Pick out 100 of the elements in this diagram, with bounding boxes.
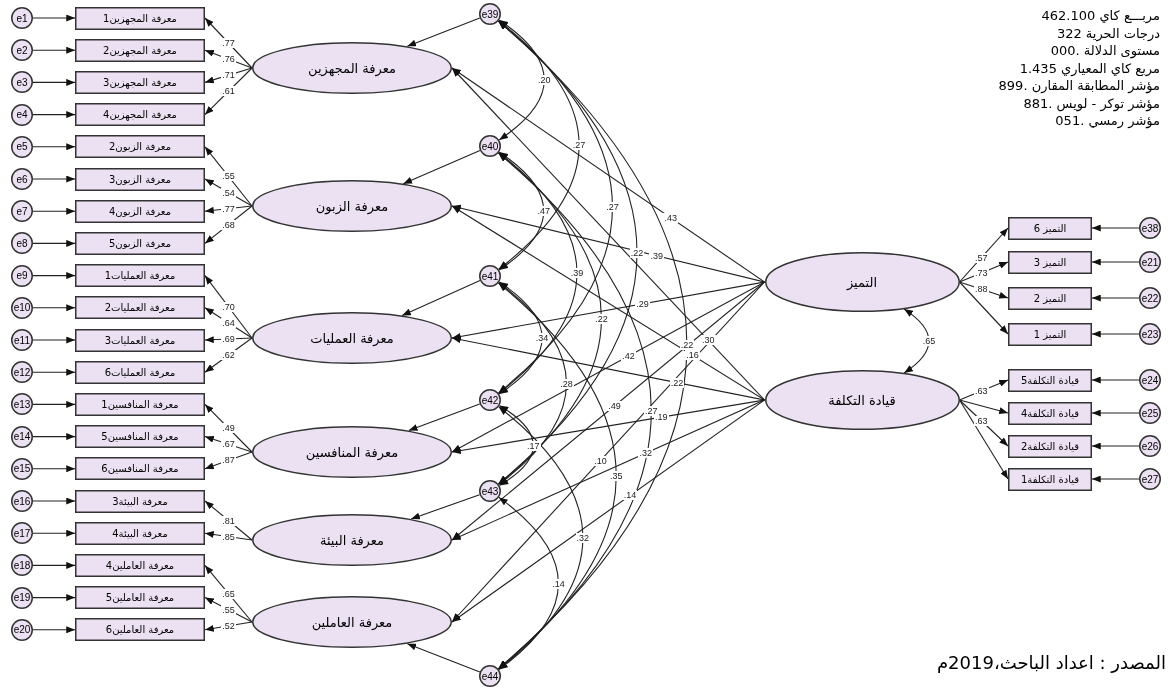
arrow: [406, 643, 481, 673]
arrow: [1091, 330, 1140, 338]
arrow: [32, 175, 76, 183]
latent-ellipse: معرفة العاملين: [252, 596, 452, 648]
arrow: [451, 336, 766, 401]
correlation-arrow: [498, 152, 602, 485]
arrow: [32, 465, 76, 473]
indicator-box: قيادة التكلفة4: [1008, 401, 1092, 425]
arrow: [958, 399, 1009, 480]
indicator-box: معرفة المنافسين1: [75, 392, 205, 416]
arrow: [204, 17, 253, 69]
indicator-box: معرفة الزبون4: [75, 199, 205, 223]
arrow: [410, 494, 481, 520]
error-circle: e9: [11, 264, 33, 287]
edge-label: .77: [221, 38, 236, 48]
edge-label: .57: [974, 252, 989, 263]
error-circle: e42: [479, 389, 501, 411]
edge-label: .10: [593, 455, 608, 466]
arrow: [1091, 409, 1140, 417]
error-circle: e40: [479, 135, 501, 157]
edge-label: .22: [679, 340, 695, 350]
edge-label: .22: [669, 377, 685, 388]
error-circle: e21: [1139, 251, 1161, 273]
edge-label: .35: [609, 471, 624, 481]
arrow: [958, 261, 1009, 283]
error-circle: e15: [11, 457, 33, 480]
indicator-box: معرفة الزبون3: [75, 167, 205, 191]
edge-label: .34: [534, 333, 550, 343]
arrow: [958, 227, 1009, 283]
edge-label: .27: [571, 140, 587, 150]
arrow: [402, 149, 481, 185]
edge-label: .76: [221, 54, 236, 65]
edge-label: .32: [575, 533, 591, 543]
edge-label: .30: [701, 335, 716, 346]
arrow: [32, 626, 76, 634]
arrow: [32, 272, 76, 280]
error-circle: e4: [11, 103, 33, 126]
arrow: [451, 399, 766, 623]
arrow: [32, 14, 76, 22]
error-circle: e11: [11, 329, 33, 351]
arrow: [204, 500, 253, 541]
arrow: [1091, 294, 1140, 302]
fit-statistic: مؤشر المطابقة المقارن .899: [998, 78, 1160, 94]
edge-label: .42: [621, 350, 636, 361]
arrow: [32, 207, 76, 215]
correlation-arrow: [498, 405, 534, 486]
edge-label: .55: [221, 171, 236, 182]
indicator-box: معرفة المجهزين4: [75, 103, 205, 127]
latent-ellipse: معرفة المنافسين: [252, 426, 452, 478]
arrow: [204, 49, 253, 69]
edge-label: .73: [974, 268, 989, 278]
arrow: [451, 67, 766, 401]
error-circle: e14: [11, 425, 33, 448]
arrow: [32, 304, 76, 312]
arrow: [451, 281, 766, 623]
indicator-box: معرفة المنافسين6: [75, 457, 205, 481]
arrow: [32, 497, 76, 505]
error-circle: e25: [1139, 402, 1161, 424]
correlation-arrow: [903, 308, 930, 374]
edge-label: .14: [551, 578, 566, 589]
error-circle: e44: [479, 665, 501, 687]
indicator-box: معرفة البيئة3: [75, 489, 205, 513]
error-circle: e19: [11, 586, 33, 609]
latent-ellipse: معرفة البيئة: [252, 514, 452, 566]
indicator-box: معرفة العمليات1: [75, 264, 205, 288]
correlation-arrow: [498, 20, 580, 270]
indicator-box: التميز 3: [1008, 250, 1092, 274]
edge-label: .55: [221, 604, 236, 615]
error-circle: e39: [479, 3, 501, 25]
indicator-box: معرفة العمليات6: [75, 360, 205, 384]
indicator-box: معرفة الزبون2: [75, 135, 205, 159]
edge-label: .62: [221, 350, 236, 361]
arrow: [204, 275, 253, 339]
error-circle: e10: [11, 296, 33, 319]
edge-label: .69: [221, 334, 236, 344]
edge-label: .43: [663, 212, 678, 223]
error-circle: e43: [479, 480, 501, 502]
edge-label: .49: [607, 400, 622, 411]
fit-statistic: مؤشر رمسي .051: [1055, 113, 1160, 129]
edge-label: .81: [221, 515, 236, 526]
correlation-arrow: [497, 20, 688, 670]
error-circle: e41: [479, 265, 501, 287]
correlation-arrow: [498, 19, 545, 141]
latent-ellipse: قيادة التكلفة: [764, 370, 960, 430]
latent-ellipse: معرفة العمليات: [252, 312, 452, 364]
arrow: [406, 17, 481, 47]
error-circle: e20: [11, 618, 33, 641]
indicator-box: معرفة العمليات3: [75, 328, 205, 352]
edge-label: .22: [629, 247, 645, 258]
correlation-arrow: [498, 151, 545, 271]
correlation-arrow: [497, 282, 617, 670]
edge-label: .39: [569, 268, 585, 278]
arrow: [32, 400, 76, 408]
edge-label: .88: [974, 284, 989, 295]
edge-label: .61: [221, 86, 236, 97]
indicator-box: معرفة المجهزين3: [75, 70, 205, 94]
indicator-box: معرفة العاملين5: [75, 586, 205, 610]
fit-statistic: مربع كاي المعياري 1.435: [1019, 60, 1160, 77]
arrow: [204, 67, 253, 116]
arrow: [1091, 258, 1140, 266]
